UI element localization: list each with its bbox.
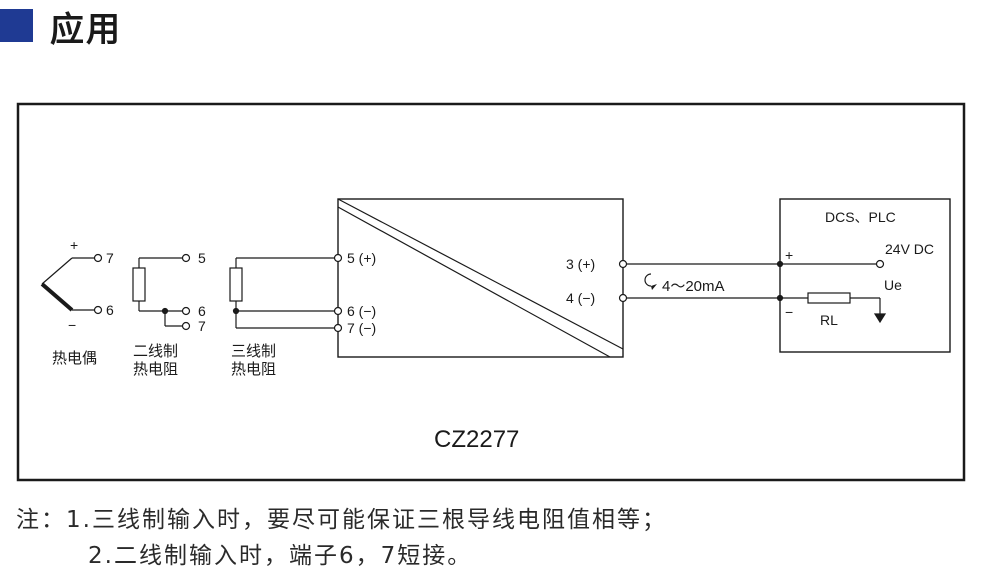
rtd2-terminal-7-label: 7 — [198, 318, 206, 334]
rtd2-terminal-6 — [181, 306, 191, 316]
supply-label: 24V DC — [885, 241, 934, 257]
tc-terminal-6 — [93, 305, 103, 315]
module-terminal-7-label: 7 (−) — [347, 320, 376, 336]
tc-wire-plus-diag — [41, 257, 73, 285]
tc-minus-label: − — [68, 317, 76, 333]
rtd2-resistor — [132, 267, 146, 302]
module-terminal-6-label: 6 (−) — [347, 303, 376, 319]
model-label: CZ2277 — [434, 426, 519, 453]
note-line-1: 注：1.三线制输入时，要尽可能保证三根导线电阻值相等； — [16, 507, 667, 533]
module-terminal-4-label: 4 (−) — [566, 290, 595, 306]
rtd-three-wire — [229, 257, 335, 329]
tc-plus-label: + — [70, 237, 78, 253]
module-box — [337, 198, 624, 358]
module-diagonal-b — [337, 206, 611, 358]
note-line-2: 2.二线制输入时，端子6，7短接。 — [88, 543, 473, 569]
rtd2-caption-line1: 二线制 — [133, 342, 178, 360]
tc-junction-thick — [40, 282, 74, 312]
tc-terminal-7 — [93, 253, 103, 263]
module-terminal-7 — [333, 323, 343, 333]
rl-resistor — [807, 292, 851, 304]
module-terminal-3 — [618, 259, 628, 269]
rtd3-resistor — [229, 267, 243, 302]
rtd2-terminal-6-label: 6 — [198, 303, 206, 319]
ground-icon — [873, 313, 887, 324]
module-terminal-4 — [618, 293, 628, 303]
module-diagonal-a — [337, 198, 624, 350]
module-terminal-5-label: 5 (+) — [347, 250, 376, 266]
title-square-icon — [0, 9, 33, 42]
module-terminal-6 — [333, 306, 343, 316]
tc-terminal-6-label: 6 — [106, 302, 114, 318]
rtd2-terminal-7 — [181, 321, 191, 331]
section-title: 应用 — [50, 10, 122, 50]
rtd3-caption-line1: 三线制 — [231, 342, 276, 360]
rtd2-terminal-5 — [181, 253, 191, 263]
load-title: DCS、PLC — [825, 209, 896, 225]
rtd2-terminal-5-label: 5 — [198, 250, 206, 266]
ue-label: Ue — [884, 277, 902, 293]
load-box — [779, 198, 951, 353]
current-arrow-head-icon — [651, 284, 657, 290]
module-terminal-3-label: 3 (+) — [566, 256, 595, 272]
outer-frame — [16, 102, 966, 482]
load-minus-label: − — [785, 304, 793, 320]
converter-module — [333, 198, 628, 358]
tc-terminal-7-label: 7 — [106, 250, 114, 266]
rl-label: RL — [820, 312, 838, 328]
signal-range-label: 4～20mA — [662, 278, 725, 295]
rtd3-caption-line2: 热电阻 — [231, 360, 276, 378]
current-loop-arrow-icon — [644, 273, 652, 287]
supply-terminal — [875, 259, 885, 269]
module-terminal-5 — [333, 253, 343, 263]
rtd-two-wire — [132, 253, 191, 331]
load-plus-label: + — [785, 247, 793, 263]
rtd2-caption-line2: 热电阻 — [133, 360, 178, 378]
output-wiring — [627, 259, 887, 324]
thermocouple — [40, 253, 103, 315]
tc-caption: 热电偶 — [52, 349, 97, 367]
